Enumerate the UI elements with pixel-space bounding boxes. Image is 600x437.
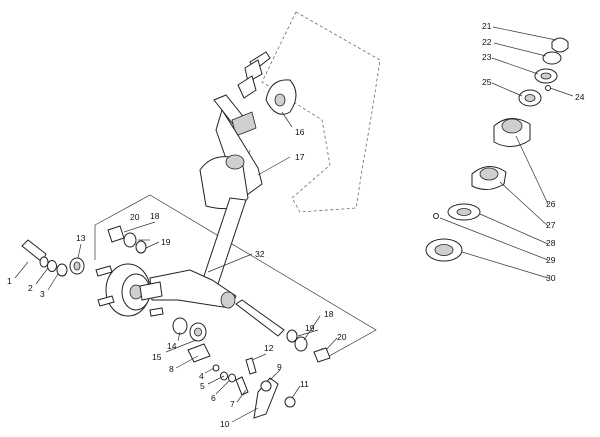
callout-3: 3 [40,289,45,299]
callout-21: 21 [482,21,492,31]
callout-8: 8 [169,364,174,374]
callout-15: 15 [152,352,162,362]
left-bolt-washers [21,239,85,277]
steering-column [95,51,271,317]
callout-18-upper: 18 [150,211,160,221]
callout-12: 12 [264,343,274,353]
callout-5: 5 [200,381,205,391]
callout-28: 28 [546,238,556,248]
callout-26: 26 [546,199,556,209]
callout-1: 1 [7,276,12,286]
callout-23: 23 [482,52,492,62]
callout-22: 22 [482,37,492,47]
part-16-cone-cap [265,79,297,115]
callout-10: 10 [220,419,230,429]
leader-lines [14,26,574,423]
callout-19-upper: 19 [161,237,171,247]
callout-7: 7 [230,399,235,409]
callout-13: 13 [76,233,86,243]
parts-14-15 [172,317,207,342]
upper-bushings [107,225,147,254]
callout-32: 32 [255,249,265,259]
callout-9: 9 [277,362,282,372]
callout-17: 17 [295,152,305,162]
lower-small-parts [187,343,296,419]
callout-27: 27 [546,220,556,230]
callout-30: 30 [546,273,556,283]
callout-19-lower: 19 [305,323,315,333]
callout-6: 6 [211,393,216,403]
callout-18-lower: 18 [324,309,334,319]
callout-11: 11 [300,379,309,389]
dashed-assembly-outline [261,11,381,213]
callout-14: 14 [167,341,177,351]
rod-and-bushings [235,299,331,363]
callout-25: 25 [482,77,492,87]
callout-labels: 1 2 3 4 5 6 7 8 9 10 11 12 13 14 15 16 1… [7,21,585,429]
bearing-stack [425,37,569,262]
callout-20-lower: 20 [337,332,347,342]
callout-29: 29 [546,255,556,265]
callout-24: 24 [575,92,585,102]
callout-16: 16 [295,127,305,137]
callout-2: 2 [28,283,33,293]
callout-20-upper: 20 [130,212,140,222]
callout-4: 4 [199,371,204,381]
